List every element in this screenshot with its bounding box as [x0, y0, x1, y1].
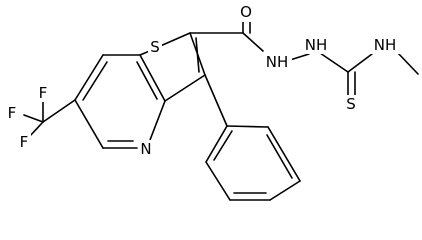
bond-c3-c3a — [164, 74, 206, 102]
bond-nh1-nh2 — [289, 53, 310, 61]
atom-n-hydrazide-1: NH — [262, 53, 292, 71]
atom-n-hydrazide-1-label: NH — [266, 53, 289, 71]
atom-s1: S — [148, 38, 162, 56]
atom-n-pyridine: N — [138, 140, 154, 158]
bond-cf3-f2 — [23, 114, 44, 123]
bond-nh2-cthio — [319, 52, 349, 73]
bond-ph1-ph2 — [226, 125, 269, 128]
bond-c6-c5 — [74, 99, 104, 149]
bond-s1-c2 — [157, 32, 191, 48]
atom-n-hydrazide-2-label: NH — [305, 36, 328, 54]
chemical-structure-diagram: S O NH NH NH S N F — [5, 3, 419, 201]
atom-s-thione: S — [344, 95, 358, 113]
bond-c3a-c7a — [139, 54, 166, 102]
atom-n-methylamine-label: NH — [374, 36, 397, 54]
atom-o1-label: O — [240, 3, 252, 21]
bond-cf3-f3 — [28, 121, 44, 138]
bond-c2-c3-double — [195, 37, 200, 73]
bond-c3a-c7a-double — [136, 61, 158, 100]
atom-f2-label: F — [8, 104, 17, 122]
atom-f3-label: F — [20, 133, 29, 151]
bond-nh3-methyl — [396, 51, 419, 75]
bond-n4-c3a — [149, 100, 166, 141]
bond-c3-ph1 — [204, 74, 228, 127]
bond-ph6-ph1-double — [213, 130, 233, 161]
atom-o1: O — [239, 3, 255, 22]
atom-f1: F — [36, 84, 50, 102]
bond-c6-cf3 — [42, 99, 76, 123]
atom-labels: S O NH NH NH S N F — [5, 3, 400, 158]
bond-ph2-ph3-double — [266, 134, 293, 179]
bond-ph5-ph6 — [205, 161, 231, 201]
atom-n-methylamine: NH — [370, 36, 400, 54]
bond-c7-c6-double — [82, 61, 108, 101]
bond-carbonyl-nh1 — [242, 32, 264, 52]
bonds — [23, 13, 419, 201]
bond-ph2-ph3 — [267, 126, 301, 182]
atom-s-thione-label: S — [346, 95, 356, 113]
atom-n-hydrazide-2: NH — [301, 36, 331, 54]
atom-s1-label: S — [150, 38, 160, 56]
bond-ph6-ph1 — [205, 125, 228, 163]
bond-c7-c6 — [74, 54, 104, 101]
bond-cthio-nh3 — [347, 53, 373, 73]
atom-f3: F — [17, 133, 31, 151]
atom-f1-label: F — [39, 84, 48, 102]
atom-f2: F — [5, 104, 19, 122]
atom-n-pyridine-label: N — [140, 140, 151, 158]
bond-ph3-ph4 — [269, 180, 301, 201]
